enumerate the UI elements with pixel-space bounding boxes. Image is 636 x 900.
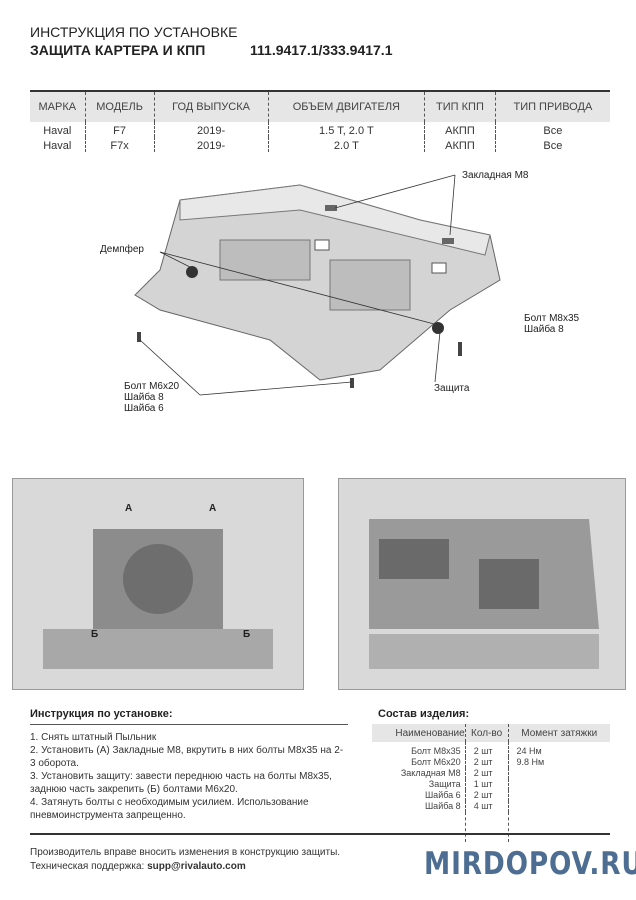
component-cell [507,801,610,812]
spec-cell: 2.0 T [267,137,425,152]
spec-cell: Все [494,137,610,152]
instruction-step: 1. Снять штатный Пыльник [30,732,157,743]
component-cell: 24 Нм [507,742,610,757]
label-washer-8b: Шайба 8 [124,392,164,403]
spec-column-header: ОБЪЕМ ДВИГАТЕЛЯ [267,92,425,122]
component-cell: 2 шт [464,768,509,779]
spec-cell: F7x [84,137,155,152]
components-title: Состав изделия: [378,708,470,720]
component-cell: Защита [428,779,461,789]
component-column-header: Наименование [372,724,466,742]
mark-b-left: Б [91,629,99,640]
mark-b-right: Б [243,629,251,640]
label-insert: Закладная М8 [462,170,529,181]
spec-cell: Все [494,122,610,137]
article-number: 111.9417.1/333.9417.1 [250,42,393,58]
label-bolt-m8: Болт М8х35 [524,313,580,324]
mark-a-right: А [209,503,217,514]
spec-column-header: ТИП ПРИВОДА [494,92,610,122]
doc-title: ЗАЩИТА КАРТЕРА И КПП [30,42,206,58]
photo-after-install [338,478,626,690]
component-cell: Закладная М8 [400,768,461,778]
spec-cell: АКПП [424,122,496,137]
component-cell: 2 шт [464,742,509,757]
mark-a-left: А [125,503,133,514]
label-washer-6: Шайба 6 [124,403,164,414]
support-label: Техническая поддержка: [30,861,148,872]
spec-column-header: МАРКА [30,92,86,122]
spec-column-header: МОДЕЛЬ [84,92,155,122]
component-cell [507,779,610,790]
instruction-step: 3. Установить защиту: завести переднюю ч… [30,771,332,795]
spec-cell: Haval [43,125,72,137]
support-email[interactable]: supp@rivalauto.com [147,861,246,872]
spec-column-header: ГОД ВЫПУСКА [153,92,269,122]
component-cell [507,768,610,779]
component-cell: Шайба 6 [424,790,461,800]
disclaimer: Производитель вправе вносить изменения в… [30,847,341,858]
component-cell [507,790,610,801]
component-cell: 1 шт [464,779,509,790]
guard-diagram [134,174,501,396]
spec-column-header: ТИП КПП [424,92,496,122]
divider [30,833,610,835]
photo-before-install: А А Б Б [12,478,304,690]
spec-cell: F7 [84,122,155,137]
component-column-header: Кол-во [464,724,509,742]
label-washer-8: Шайба 8 [524,324,564,335]
component-cell: Болт М6х20 [411,757,461,767]
instruction-step: 2. Установить (А) Закладные М8, вкрутить… [30,745,344,769]
damper-icon [186,266,198,278]
doc-subtitle: ИНСТРУКЦИЯ ПО УСТАНОВКЕ [30,24,238,40]
instruction-step: 4. Затянуть болты с необходимым усилием.… [30,797,309,821]
footer: Производитель вправе вносить изменения в… [30,846,340,874]
component-cell: Шайба 8 [424,801,461,811]
component-cell: 9.8 Нм [507,757,610,768]
component-cell: 2 шт [464,757,509,768]
component-column-header: Момент затяжки [507,724,610,742]
label-bolt-m6: Болт М6х20 [124,381,180,392]
spec-cell: АКПП [424,137,496,152]
instructions-title: Инструкция по установке: [30,708,348,725]
watermark: MIRDOPOV.RU [424,846,636,882]
spec-cell: Haval [43,140,72,152]
component-cell: 4 шт [464,801,509,812]
component-cell: Болт М8х35 [411,746,461,756]
label-guard: Защита [434,383,470,394]
bolt-icon [137,332,141,342]
spec-cell: 2019- [153,122,269,137]
instructions: Инструкция по установке: 1. Снять штатны… [30,708,348,822]
label-damper: Демпфер [100,244,144,255]
component-cell: 2 шт [464,790,509,801]
spec-cell: 2019- [153,137,269,152]
insert-icon [325,205,337,211]
spec-cell: 1.5 T, 2.0 T [267,122,425,137]
